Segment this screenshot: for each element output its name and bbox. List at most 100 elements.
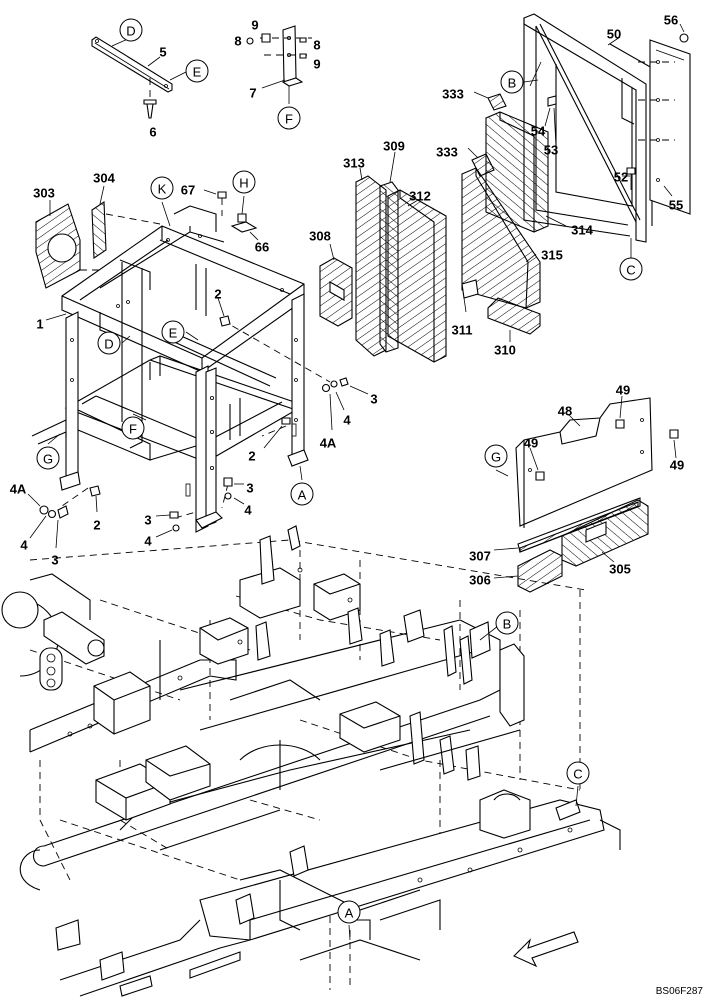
reference-callout: C: [566, 761, 590, 785]
part-number-label: 4: [343, 413, 351, 428]
callout-circle: [36, 446, 60, 470]
cover-55: [638, 39, 691, 215]
callout-letter: E: [193, 65, 202, 80]
part-number-label: 311: [452, 323, 473, 338]
callout-circle: [290, 482, 314, 506]
callout-circle: [97, 331, 121, 355]
part-number-label: 1: [36, 317, 43, 332]
part-number-label: 303: [33, 186, 55, 201]
seal-308: [319, 257, 353, 327]
part-number-label: 4A: [320, 436, 337, 451]
part-number-label: 53: [544, 143, 558, 158]
callout-circle: [495, 611, 519, 635]
part-number-label: 8: [313, 38, 320, 53]
seal-315: [461, 167, 541, 309]
part-number-label: 309: [383, 139, 405, 154]
callout-circle: [484, 444, 508, 468]
part-number-label: 9: [313, 57, 320, 72]
part-number-label: 3: [246, 481, 253, 496]
callout-letter: H: [239, 176, 248, 191]
callout-circle: [619, 257, 643, 281]
seal-312: [387, 189, 447, 363]
callout-circle: [185, 59, 209, 83]
bracket-5: [91, 36, 173, 119]
reference-callout: F: [277, 106, 301, 130]
reference-callout: G: [484, 444, 508, 468]
plate-7: [246, 25, 312, 87]
part-number-label: 4: [244, 503, 252, 518]
callout-letter: F: [129, 422, 137, 437]
part-number-label: 333: [442, 87, 464, 102]
part-number-label: 66: [255, 240, 269, 255]
callout-circle: [150, 176, 174, 200]
callout-circle: [277, 106, 301, 130]
part-number-label: 3: [51, 553, 58, 568]
reference-callout: F: [121, 416, 145, 440]
part-number-label: 8: [234, 34, 241, 49]
part-number-label: 56: [664, 13, 678, 28]
reference-callout: G: [36, 446, 60, 470]
callout-letter: K: [158, 182, 167, 197]
callout-letter: G: [43, 452, 53, 467]
part-number-label: 49: [670, 458, 684, 473]
part-number-label: 308: [309, 229, 331, 244]
reference-callout: E: [185, 59, 209, 83]
callout-letter: C: [573, 767, 582, 782]
reference-callout: H: [232, 170, 256, 194]
seal-333-upper: [487, 93, 507, 111]
part-number-label: 54: [531, 124, 546, 139]
upperstructure-chassis: [1, 525, 621, 997]
part-number-label: 3: [370, 392, 377, 407]
part-number-label: 67: [181, 183, 195, 198]
callout-circle: [119, 18, 143, 42]
part-number-label: 304: [93, 171, 115, 186]
front-direction-arrow: [513, 931, 579, 968]
part-number-label: 306: [469, 573, 491, 588]
part-number-label: 4: [144, 534, 152, 549]
part-number-label: 307: [469, 549, 491, 564]
seal-305: [561, 499, 649, 567]
reference-callout: C: [619, 257, 643, 281]
part-number-label: 333: [436, 145, 458, 160]
part-number-label: 2: [248, 449, 255, 464]
part-number-label: 314: [571, 223, 593, 238]
reference-callout: A: [337, 900, 361, 924]
callout-circle: [500, 70, 524, 94]
reference-callout: A: [290, 482, 314, 506]
callout-circle: [121, 416, 145, 440]
seal-314: [485, 111, 549, 233]
callout-letter: C: [626, 263, 635, 278]
callout-letter: G: [491, 450, 501, 465]
callout-letter: D: [126, 24, 135, 39]
part-number-label: 313: [343, 156, 365, 171]
part-number-label: 305: [609, 562, 631, 577]
part-number-label: 9: [251, 18, 258, 33]
part-number-label: 5: [159, 45, 166, 60]
part-number-label: 2: [214, 287, 221, 302]
part-number-label: 49: [616, 383, 630, 398]
part-number-label: 7: [249, 86, 256, 101]
part-number-label: 312: [409, 189, 431, 204]
callout-letter: B: [503, 617, 512, 632]
seal-310: [487, 297, 541, 335]
part-number-label: 4: [20, 538, 28, 553]
part-number-label: 49: [524, 436, 538, 451]
seal-311: [461, 279, 479, 313]
callout-circle: [566, 761, 590, 785]
part-number-label: 4A: [10, 482, 27, 497]
reference-callout: E: [161, 320, 185, 344]
callout-letter: F: [285, 112, 293, 127]
reference-callout: B: [500, 70, 524, 94]
callout-circle: [161, 320, 185, 344]
seal-303: [35, 203, 81, 289]
support-frame-1: [31, 205, 309, 533]
callout-letter: E: [169, 326, 178, 341]
part-number-label: 52: [614, 170, 628, 185]
seal-304: [91, 200, 107, 260]
callout-letter: A: [345, 906, 354, 921]
part-number-label: 48: [558, 404, 572, 419]
callout-letter: D: [104, 337, 113, 352]
callout-letter: B: [508, 76, 517, 91]
part-number-label: 310: [494, 343, 516, 358]
